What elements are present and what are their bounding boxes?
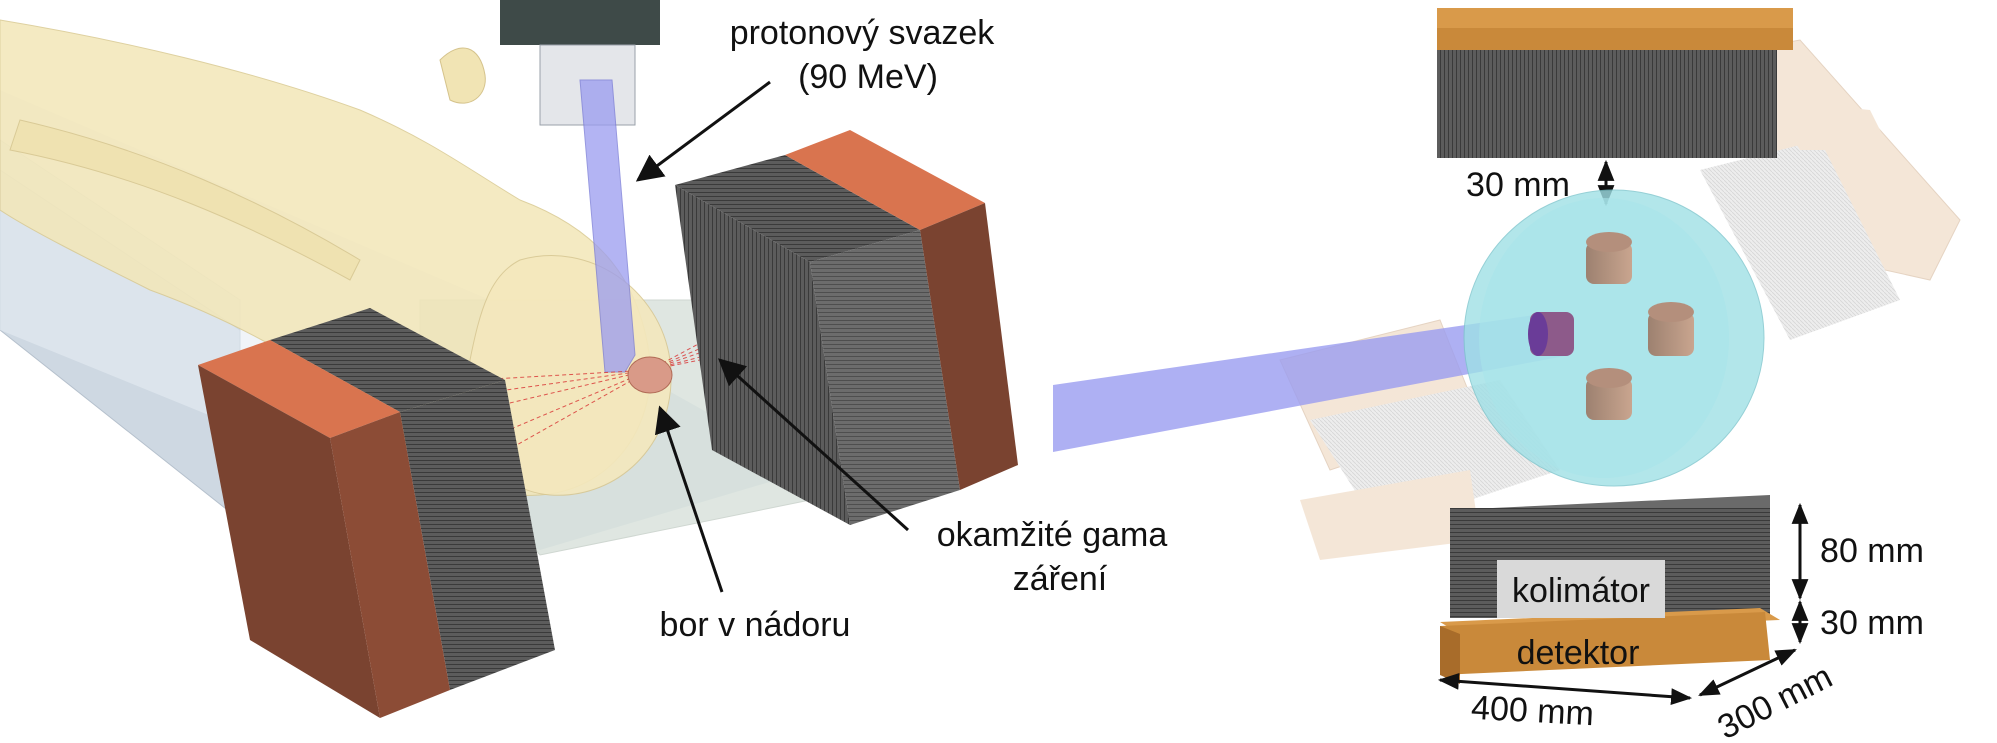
right-collimator-top <box>675 155 920 262</box>
nozzle-head <box>500 0 660 45</box>
bottom-detector-plate <box>1440 612 1770 675</box>
bottom-detector-assembly: kolimátor detektor <box>1440 495 1780 684</box>
right-collimator-side <box>810 230 960 525</box>
bottom-detector-side <box>1440 626 1460 684</box>
gap-label: 30 mm <box>1466 166 1570 204</box>
patient-arm <box>9 119 361 281</box>
beam-pointer-arrow <box>635 80 771 182</box>
detector-label: detektor <box>1517 634 1640 672</box>
boron-tumor <box>627 356 673 394</box>
collimator-height-label: 80 mm <box>1820 532 1924 570</box>
boron-pointer-arrow <box>654 405 724 593</box>
collimator-label-box <box>1497 560 1665 618</box>
depth-dimension-arrow <box>1698 648 1797 697</box>
gamma-label-line1: okamžité gama <box>937 516 1168 554</box>
width-label: 400 mm <box>1470 689 1595 733</box>
depth-label: 300 mm <box>1712 657 1839 743</box>
left-detector-face <box>198 365 380 718</box>
collimator-label: kolimátor <box>1512 572 1650 610</box>
left-detector-edge <box>330 412 450 718</box>
right-detector-top <box>785 130 985 230</box>
patient-hand <box>439 47 486 104</box>
patient-treatment-scene: protonový svazek (90 MeV) okamžité gama … <box>0 0 1167 718</box>
detector-geometry-scene: 30 mm kolimát <box>1053 8 1961 743</box>
left-detector-top <box>198 340 400 438</box>
boron-inserts <box>1528 232 1694 420</box>
beam-label-line2: (90 MeV) <box>798 58 938 96</box>
proton-beam-horizontal <box>1053 312 1570 452</box>
left-collimator-top <box>270 308 505 412</box>
proton-beam-vertical <box>579 79 636 373</box>
right-detector-face <box>920 203 1018 490</box>
gamma-pointer-arrow <box>717 358 910 532</box>
left-collimator-front <box>400 380 555 690</box>
width-dimension-arrow <box>1437 672 1693 706</box>
left-detector-assembly <box>198 308 555 718</box>
beam-label-line1: protonový svazek <box>730 14 996 52</box>
gamma-label-line2: záření <box>1013 560 1108 598</box>
boron-label: bor v nádoru <box>660 606 851 644</box>
top-detector-plate <box>1437 28 1793 50</box>
top-detector-plate-top <box>1437 8 1793 28</box>
cylindrical-phantom <box>1463 189 1765 487</box>
top-collimator <box>1437 50 1777 158</box>
detector-height-label: 30 mm <box>1820 604 1924 642</box>
top-detector-assembly <box>1437 8 1793 158</box>
phantom-face <box>1479 198 1729 478</box>
